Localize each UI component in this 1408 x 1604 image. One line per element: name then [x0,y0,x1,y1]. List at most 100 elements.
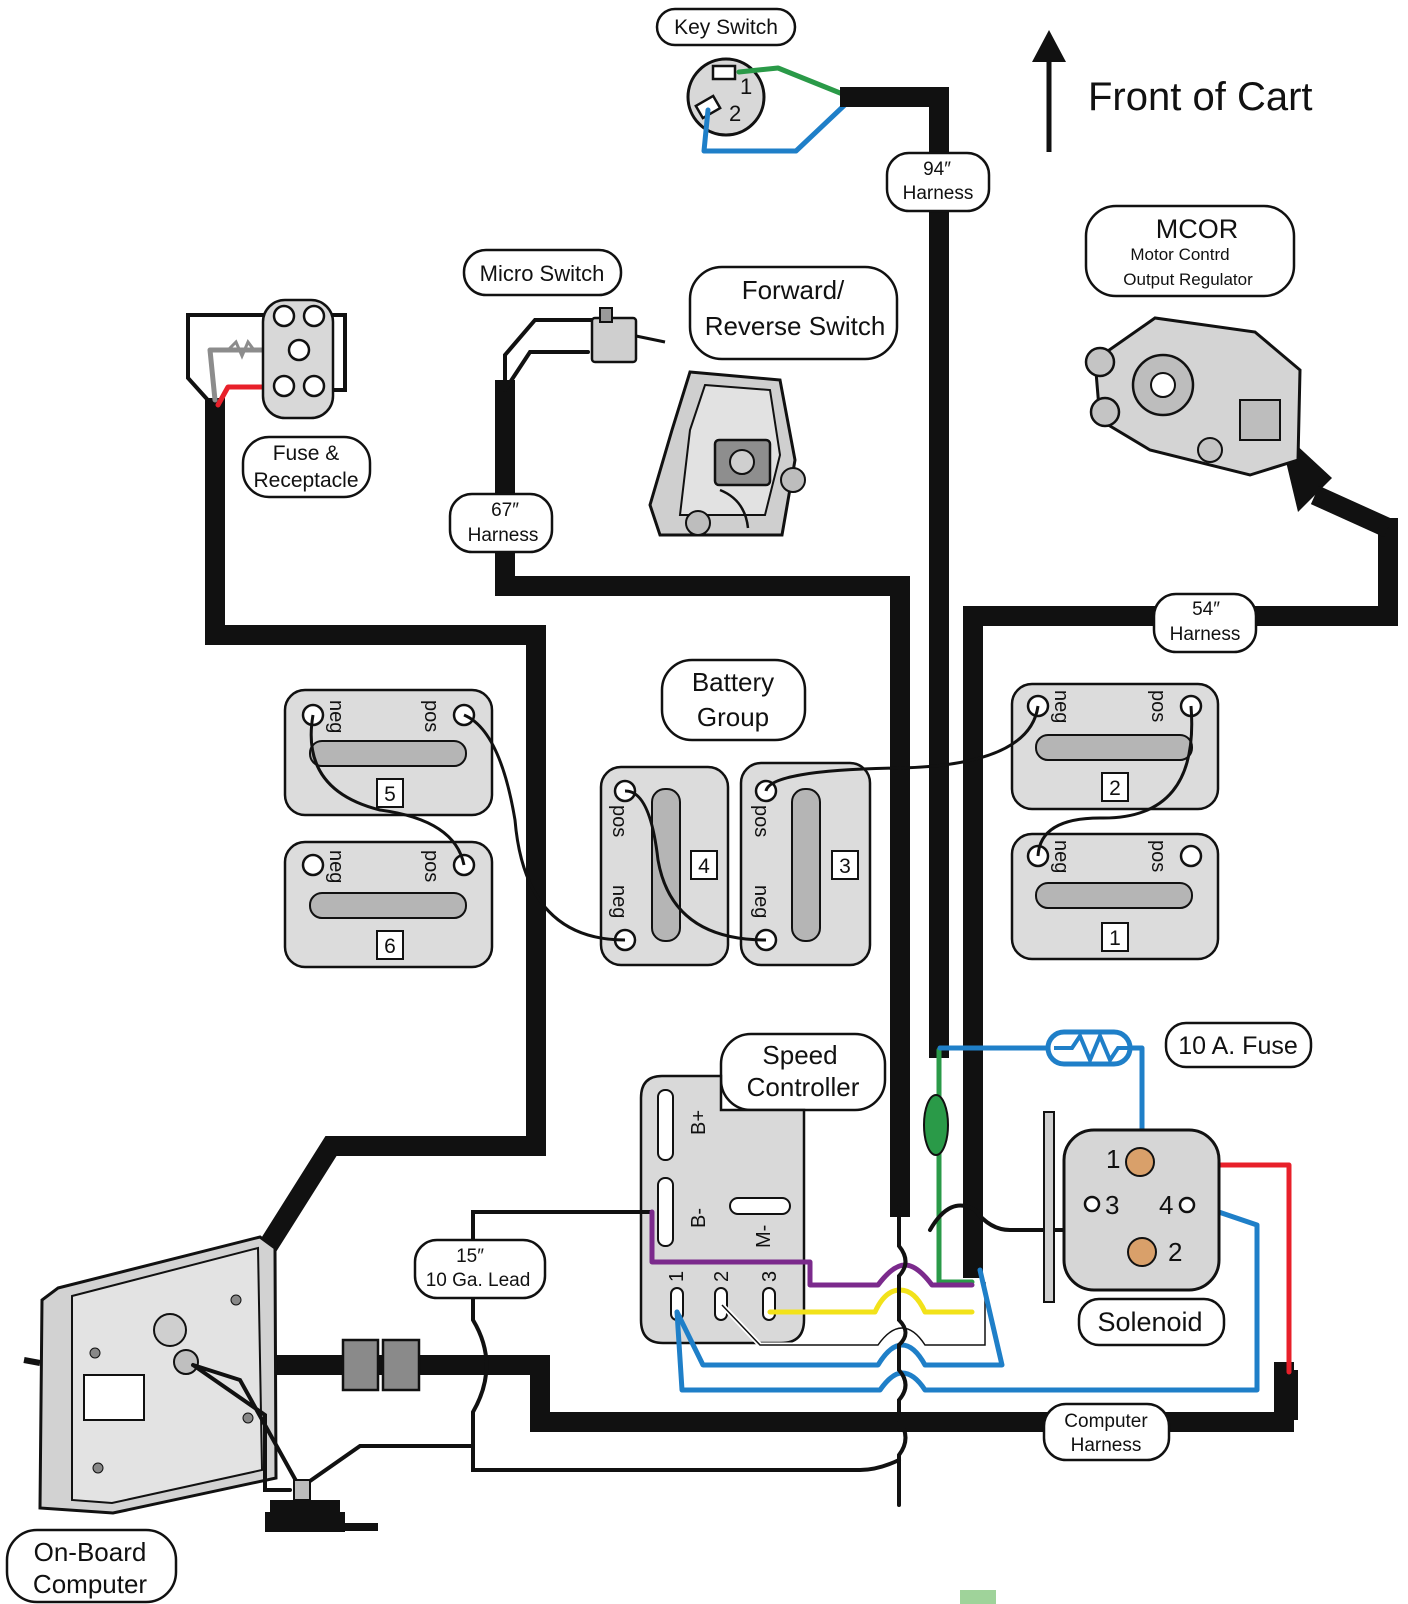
speed-controller-m-minus: M- [753,1225,775,1248]
harness-94-label: Harness [903,183,974,204]
fuse-receptacle-label-1: Fuse & [273,442,340,465]
computer-harness-label-2: Harness [1071,1435,1142,1456]
computer-connector [341,1338,421,1392]
harness-67-label: Harness [468,525,539,546]
solenoid-terminal-1: 1 [1106,1144,1120,1174]
battery-3-number: 3 [839,855,851,878]
harness-54-length: 54″ [1192,599,1220,620]
micro-switch-label: Micro Switch [480,261,605,286]
harness-94 [840,87,949,1058]
mcor-line-2: Output Regulator [1123,270,1253,289]
onboard-computer-label-1: On-Board [34,1537,147,1567]
harness-54-bubble [1152,592,1258,654]
speed-controller-label-1: Speed [762,1040,837,1070]
battery-3 [739,761,872,967]
key-switch-bubble [655,7,797,47]
fuse-receptacle-label-2: Receptacle [253,469,358,492]
forward-reverse-bubble [688,265,899,361]
solenoid-terminal-2: 2 [1168,1237,1182,1267]
wire-white-outline [721,1282,986,1346]
key-switch-pin-1: 1 [740,74,752,99]
forward-reverse-label-2: Reverse Switch [705,311,886,341]
speed-controller-pin-1: 1 [666,1271,688,1282]
solenoid-label: Solenoid [1097,1307,1202,1337]
front-of-cart-label: Front of Cart [1088,75,1313,119]
harness-94-length: 94″ [923,159,951,180]
onboard-computer-label-2: Computer [33,1569,147,1599]
computer-harness-label-1: Computer [1064,1411,1148,1432]
mcor-regulator [1084,316,1302,477]
battery-group-bubble [660,658,807,742]
fuse-10a-bubble [1164,1021,1313,1069]
wire-key-green [736,65,853,100]
battery-4-neg: neg [608,885,630,918]
micro-switch-leads [503,318,600,392]
battery-4-number: 4 [698,855,710,878]
fuse-receptacle-block [226,298,335,420]
onboard-computer [23,1235,278,1515]
wire-key-blue [701,97,853,154]
computer-pigtail [191,1363,475,1492]
battery-4 [599,765,730,967]
computer-harness-cap [1274,1370,1298,1420]
battery-1-number: 1 [1109,927,1121,950]
solenoid-bubble [1077,1297,1226,1347]
lead-15-ga [471,1210,901,1472]
key-switch-label: Key Switch [674,16,778,39]
battery-3-neg: neg [750,885,772,918]
solenoid-3-lead [928,1203,1094,1232]
battery-2-number: 2 [1109,777,1121,800]
solenoid-terminal-4: 4 [1159,1190,1173,1220]
wire-blue-fuse [937,1045,1145,1163]
fuse-10a-zigzag [1054,1030,1128,1066]
bottom-decoration [960,1590,996,1604]
harness-fuse-receptacle [179,398,546,1379]
fuse-10a-label: 10 A. Fuse [1178,1032,1298,1060]
battery-5-neg: neg [325,700,347,733]
speed-controller-pin-3: 3 [759,1271,781,1282]
speed-controller-pin-2: 2 [711,1271,733,1282]
battery-1-pos: pos [1147,840,1169,872]
solenoid-terminal-3: 3 [1105,1190,1119,1220]
key-switch-pin-2: 2 [729,101,741,126]
speed-controller-label-2: Controller [747,1072,860,1102]
front-arrow [1032,30,1066,152]
harness-67-bubble [448,492,554,554]
solenoid [1043,1111,1221,1303]
fuse-receptacle-bubble [241,435,372,499]
mcor-line-1: Motor Contrd [1130,245,1229,264]
lead-15-bubble [413,1238,547,1300]
speed-controller-b-plus: B+ [688,1110,710,1135]
battery-group-label-1: Battery [692,667,774,697]
micro-switch [590,307,666,364]
mcor-bubble [1084,204,1296,298]
battery-5-number: 5 [384,783,396,806]
wire-blue-1 [674,1267,1005,1368]
battery-4-pos: pos [608,805,630,837]
battery-6-pos: pos [420,850,442,882]
battery-6-neg: neg [325,850,347,883]
trunk-crossover [897,1205,908,1507]
lead-15-label: 10 Ga. Lead [426,1270,531,1291]
battery-5-pos: pos [420,700,442,732]
battery-2-neg: neg [1050,690,1072,723]
inline-fuse-green [923,1094,949,1156]
battery-5 [283,688,494,817]
computer-ground-block [265,1479,378,1532]
battery-group-label-2: Group [697,702,769,732]
forward-reverse-switch [648,370,806,537]
battery-jumpers [309,705,1194,942]
mcor-title: MCOR [1156,214,1239,244]
forward-reverse-label-1: Forward/ [742,275,845,305]
harness-94-bubble [885,151,991,213]
micro-switch-bubble [462,248,623,297]
harness-67-length: 67″ [491,500,519,521]
battery-2-pos: pos [1147,690,1169,722]
onboard-computer-bubble [5,1528,178,1604]
battery-1 [1010,832,1220,961]
lead-15-length: 15″ [456,1246,484,1267]
battery-6-number: 6 [384,935,396,958]
harness-67 [495,380,910,1217]
battery-1-neg: neg [1050,840,1072,873]
